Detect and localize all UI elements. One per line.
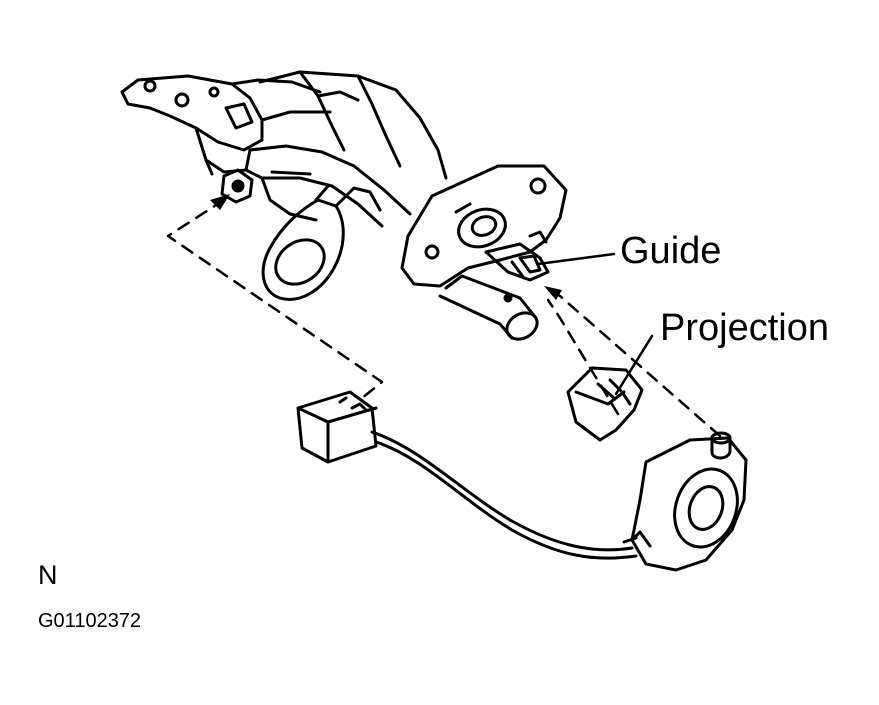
guide-leader	[536, 252, 616, 266]
guide-bracket	[484, 230, 550, 282]
assembly-arrows	[210, 194, 562, 300]
projection-leader	[614, 334, 654, 396]
arrow-to-bracket	[210, 194, 230, 210]
figure-id: G01102372	[38, 610, 142, 632]
view-letter: N	[38, 560, 58, 590]
steering-column	[224, 70, 448, 228]
column-shaft	[438, 274, 539, 341]
wire-harness	[370, 430, 638, 560]
projection-clip	[566, 366, 644, 442]
mounting-bracket	[120, 74, 332, 204]
projection-label: Projection	[660, 307, 829, 349]
tilt-lever	[261, 184, 382, 301]
callout-leaders	[536, 252, 654, 396]
guide-label: Guide	[620, 230, 722, 272]
steering-sensor	[622, 431, 748, 572]
column-end-plate	[400, 164, 568, 288]
wire-connector	[296, 390, 378, 464]
arrow-to-guide	[544, 286, 562, 300]
